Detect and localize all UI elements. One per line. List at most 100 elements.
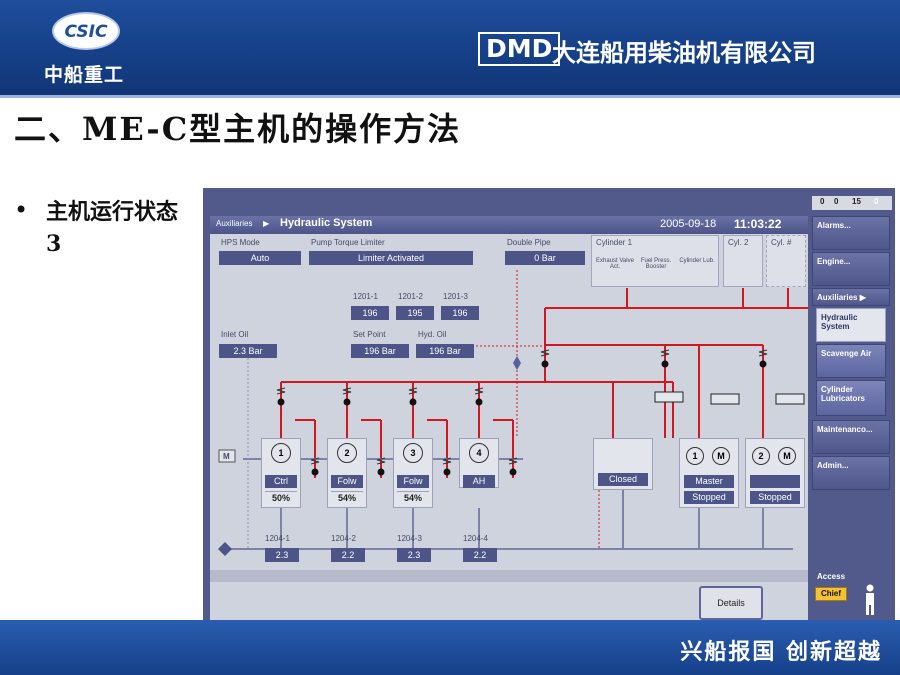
pump-icon: 4 [469,443,489,463]
outlet-label: 1204-1 [265,534,290,543]
pipe-network [210,270,808,582]
pump-icon: 1 [686,447,704,465]
cylinder-n-label: Cyl. # [771,238,792,247]
sensor-label: 1201-1 [353,292,378,301]
counter-value: 15 [852,197,861,206]
cylinder-cell: Cylinder Lub. [679,258,715,264]
cylinder-cell: Fuel Press. Booster [640,258,672,270]
pump-role: Folw [331,475,363,488]
slide-title: 二、ME-C型主机的操作方法 [14,110,462,148]
breadcrumb-arrow-icon: ▶ [263,219,270,228]
sidebar-auxiliaries[interactable]: Auxiliaries ▶ [812,288,890,306]
counter-value: 0 [874,197,879,206]
pump-icon: 2 [337,443,357,463]
motor-icon: M [712,447,730,465]
outlet-value: 2.3 [397,548,431,562]
sensor-label: 1201-3 [443,292,468,301]
pump-torque-value[interactable]: Limiter Activated [309,251,473,265]
cylinder-n-panel[interactable]: Cyl. # [766,235,806,287]
outlet-value: 2.2 [463,548,497,562]
pump-status: Stopped [684,491,734,504]
date-display: 2005-09-18 [660,218,717,230]
cylinder-1-label: Cylinder 1 [596,238,633,247]
pump-role: Folw [397,475,429,488]
access-label: Access [817,572,846,581]
motor-icon: M [778,447,796,465]
csic-logo: CSIC [52,12,120,50]
sensor-value: 195 [396,306,434,320]
cylinder-cell: Exhaust Valve Act. [596,258,634,270]
logo-text: CSIC [64,22,108,42]
time-display: 11:03:22 [734,217,782,231]
cylinder-2-label: Cyl. 2 [728,238,749,247]
sidebar-maintenance[interactable]: Maintenanco... [812,420,890,454]
pump-role [750,475,800,488]
page-title: Hydraulic System [280,217,373,229]
sidebar-item-lubricators[interactable]: Cylinder Lubricators [816,380,886,416]
pump-icon: 3 [403,443,423,463]
slide-header [0,0,900,95]
outlet-value: 2.2 [331,548,365,562]
pump-percent: 54% [397,491,429,504]
bullet-text: 主机运行状态3 [46,199,179,257]
alarm-counter: 0 0 15 0 [812,196,892,210]
sidebar-item-scavenge[interactable]: Scavenge Air [816,344,886,378]
electric-pump-1[interactable]: 1 M Master Stopped [679,438,739,508]
sidebar-engine[interactable]: Engine... [812,252,890,286]
double-pipe-value: 0 Bar [505,251,585,265]
counter-value: 0 [834,197,839,206]
hps-mode-value[interactable]: Auto [219,251,301,265]
breadcrumb[interactable]: Auxiliaries [216,219,253,228]
hps-mode-label: HPS Mode [221,238,260,247]
sidebar-item-hydraulic[interactable]: Hydraulic System [816,308,886,342]
inlet-oil-value: 2.3 Bar [219,344,277,358]
pump-status: Stopped [750,491,800,504]
pump-4[interactable]: 4 AH [459,438,499,488]
outlet-label: 1204-4 [463,534,488,543]
cylinder-2-panel[interactable]: Cyl. 2 [723,235,763,287]
hmi-title-bar: Auxiliaries ▶ Hydraulic System 2005-09-1… [210,216,808,234]
outlet-value: 2.3 [265,548,299,562]
set-point-value[interactable]: 196 Bar [351,344,409,358]
pump-icon: 1 [271,443,291,463]
valve-status: Closed [598,473,648,486]
hyd-oil-value: 196 Bar [416,344,474,358]
sensor-value: 196 [351,306,389,320]
pump-3[interactable]: 3 Folw 54% [393,438,433,508]
header-divider [0,95,900,98]
outlet-label: 1204-3 [397,534,422,543]
set-point-label: Set Point [353,330,386,339]
pump-role: AH [463,475,495,488]
sensor-label: 1201-2 [398,292,423,301]
inlet-oil-label: Inlet Oil [221,330,249,339]
electric-pump-2[interactable]: 2 M Stopped [745,438,805,508]
pump-2[interactable]: 2 Folw 54% [327,438,367,508]
details-button[interactable]: Details [699,586,763,620]
logo-caption: 中船重工 [44,64,125,86]
slide-footer: 兴船报国 创新超越 [0,620,900,675]
pump-percent: 50% [265,491,297,504]
pump-torque-label: Pump Torque Limiter [311,238,385,247]
outlet-label: 1204-2 [331,534,356,543]
pump-1[interactable]: 1 Ctrl 50% [261,438,301,508]
pump-role: Ctrl [265,475,297,488]
hmi-screen: 0 0 15 0 Auxiliaries ▶ Hydraulic System … [203,188,895,628]
counter-value: 0 [820,197,825,206]
valve-unit[interactable]: Closed [593,438,653,490]
user-icon [866,584,874,615]
pump-role: Master [684,475,734,488]
pump-percent: 54% [331,491,363,504]
motor-symbol: M [223,452,230,461]
sensor-value: 196 [441,306,479,320]
sidebar-admin[interactable]: Admin... [812,456,890,490]
access-level-badge[interactable]: Chief [815,587,847,601]
hyd-oil-label: Hyd. Oil [418,330,447,339]
footer-slogan: 兴船报国 创新超越 [680,640,882,665]
pump-icon: 2 [752,447,770,465]
cylinder-1-panel[interactable]: Cylinder 1 Exhaust Valve Act. Fuel Press… [591,235,719,287]
dmd-logo: DMD [478,32,561,66]
sidebar-alarms[interactable]: Alarms... [812,216,890,250]
company-name: 大连船用柴油机有限公司 [552,39,816,67]
double-pipe-label: Double Pipe [507,238,551,247]
bullet-mark: • [14,196,29,224]
